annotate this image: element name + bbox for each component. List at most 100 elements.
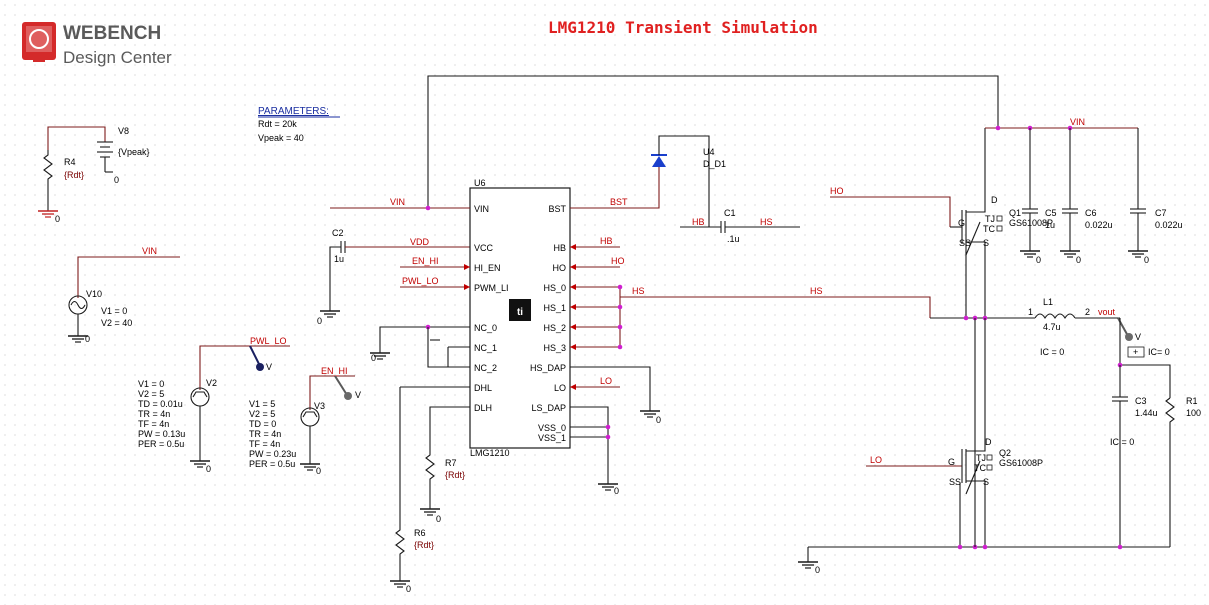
svg-text:0: 0 xyxy=(1076,255,1081,265)
svg-text:TF = 4n: TF = 4n xyxy=(138,419,169,429)
svg-text:0: 0 xyxy=(114,175,119,185)
svg-text:0: 0 xyxy=(1144,255,1149,265)
svg-text:V1 = 0: V1 = 0 xyxy=(101,306,127,316)
v3-ref: V3 xyxy=(314,401,325,411)
svg-text:VSS_1: VSS_1 xyxy=(538,433,566,443)
svg-text:PER = 0.5u: PER = 0.5u xyxy=(249,459,295,469)
ic-part: LMG1210 xyxy=(470,448,510,458)
q2-fet: LO G D S SS TJ TC Q2 GS61008P xyxy=(866,318,1043,547)
svg-text:TR = 4n: TR = 4n xyxy=(138,409,170,419)
svg-text:S: S xyxy=(983,238,989,248)
svg-text:VCC: VCC xyxy=(474,243,494,253)
svg-text:0: 0 xyxy=(317,316,322,326)
c6-value: 0.022u xyxy=(1085,220,1113,230)
ic-left-nets: VIN EN_HI PWL_LO 0 R6 {Rdt} 0 R7 {Rdt} 0 xyxy=(330,75,999,594)
u4-value: D_D1 xyxy=(703,159,726,169)
svg-text:0: 0 xyxy=(614,486,619,496)
logo-line1: WEBENCH xyxy=(63,23,161,44)
svg-text:TC: TC xyxy=(983,224,995,234)
parameters-header: PARAMETERS: xyxy=(258,106,329,117)
svg-text:PW = 0.13u: PW = 0.13u xyxy=(138,429,185,439)
c2-ref: C2 xyxy=(332,228,344,238)
v10-ref: V10 xyxy=(86,289,102,299)
svg-text:0: 0 xyxy=(436,514,441,524)
svg-text:2: 2 xyxy=(1085,307,1090,317)
param-rdt: Rdt = 20k xyxy=(258,119,297,129)
l1-ic: IC = 0 xyxy=(1040,347,1064,357)
c5-value: 1u xyxy=(1045,220,1055,230)
c2-capacitor: C2 1u 0 VDD xyxy=(317,228,470,326)
r6-ref: R6 xyxy=(414,528,426,538)
svg-text:HB: HB xyxy=(692,217,705,227)
svg-text:NC_0: NC_0 xyxy=(474,323,497,333)
c3-value: 1.44u xyxy=(1135,408,1158,418)
svg-text:0: 0 xyxy=(1036,255,1041,265)
webench-logo: WEBENCH Design Center xyxy=(22,22,172,67)
q1-part: GS61008P xyxy=(1009,218,1053,228)
svg-text:V1 = 5: V1 = 5 xyxy=(249,399,275,409)
c3-ic-plus: IC= 0 xyxy=(1148,347,1170,357)
svg-text:PW = 0.23u: PW = 0.23u xyxy=(249,449,296,459)
u4-ref: U4 xyxy=(703,147,715,157)
svg-text:S: S xyxy=(983,477,989,487)
svg-text:V2 = 40: V2 = 40 xyxy=(101,318,132,328)
webench-logo-badge xyxy=(22,22,56,60)
r7-ref: R7 xyxy=(445,458,457,468)
q1-ref: Q1 xyxy=(1009,208,1021,218)
svg-text:PWM_LI: PWM_LI xyxy=(474,283,509,293)
svg-text:HB: HB xyxy=(600,236,613,246)
param-vpeak: Vpeak = 40 xyxy=(258,133,304,143)
ground-rail: 0 xyxy=(797,445,1170,575)
svg-text:HS_1: HS_1 xyxy=(543,303,566,313)
svg-text:0: 0 xyxy=(206,464,211,474)
svg-text:TC: TC xyxy=(974,463,986,473)
svg-text:HI_EN: HI_EN xyxy=(474,263,501,273)
r1-value: 100 xyxy=(1186,408,1201,418)
svg-text:DLH: DLH xyxy=(474,403,492,413)
svg-text:SS: SS xyxy=(949,477,961,487)
r4-value: {Rdt} xyxy=(64,170,84,180)
svg-text:BST: BST xyxy=(548,204,566,214)
svg-text:HS_DAP: HS_DAP xyxy=(530,363,566,373)
svg-text:V2 = 5: V2 = 5 xyxy=(249,409,275,419)
diagram-title: LMG1210 Transient Simulation xyxy=(548,18,818,37)
svg-text:EN_HI: EN_HI xyxy=(412,256,439,266)
v2-ref: V2 xyxy=(206,378,217,388)
r6-value: {Rdt} xyxy=(414,540,434,550)
svg-text:DHL: DHL xyxy=(474,383,492,393)
svg-text:G: G xyxy=(958,218,965,228)
svg-text:0: 0 xyxy=(371,353,376,363)
c6-ref: C6 xyxy=(1085,208,1097,218)
c3-ref: C3 xyxy=(1135,396,1147,406)
svg-text:0: 0 xyxy=(316,466,321,476)
svg-text:LS_DAP: LS_DAP xyxy=(531,403,566,413)
svg-text:TR = 4n: TR = 4n xyxy=(249,429,281,439)
svg-text:HS: HS xyxy=(760,217,773,227)
r4-ref: R4 xyxy=(64,157,76,167)
q2-ref: Q2 xyxy=(999,448,1011,458)
svg-text:LO: LO xyxy=(554,383,566,393)
svg-text:TJ: TJ xyxy=(985,214,995,224)
v8-value: {Vpeak} xyxy=(118,147,150,157)
svg-text:G: G xyxy=(948,457,955,467)
l1-value: 4.7u xyxy=(1043,322,1061,332)
svg-text:LO: LO xyxy=(600,376,612,386)
svg-text:HS: HS xyxy=(810,286,823,296)
svg-text:0: 0 xyxy=(815,565,820,575)
r1-ref: R1 xyxy=(1186,396,1198,406)
q1-fet: HO G D S SS TJ TC Q1 GS61008P xyxy=(830,128,1053,318)
svg-text:TD = 0.01u: TD = 0.01u xyxy=(138,399,183,409)
ti-logo-icon xyxy=(509,299,531,321)
q2-part: GS61008P xyxy=(999,458,1043,468)
switch-node: 1 2 L1 4.7u IC = 0 vout V xyxy=(930,297,1141,445)
svg-text:TF = 4n: TF = 4n xyxy=(249,439,280,449)
svg-text:HB: HB xyxy=(553,243,566,253)
c1-value: .1u xyxy=(727,234,740,244)
svg-text:HS_3: HS_3 xyxy=(543,343,566,353)
svg-text:NC_1: NC_1 xyxy=(474,343,497,353)
svg-text:D: D xyxy=(985,437,992,447)
svg-text:D: D xyxy=(991,195,998,205)
svg-text:0: 0 xyxy=(656,415,661,425)
svg-text:HO: HO xyxy=(830,186,844,196)
output-filter: + IC= 0 C3 1.44u IC = 0 R1 100 xyxy=(1110,318,1201,547)
